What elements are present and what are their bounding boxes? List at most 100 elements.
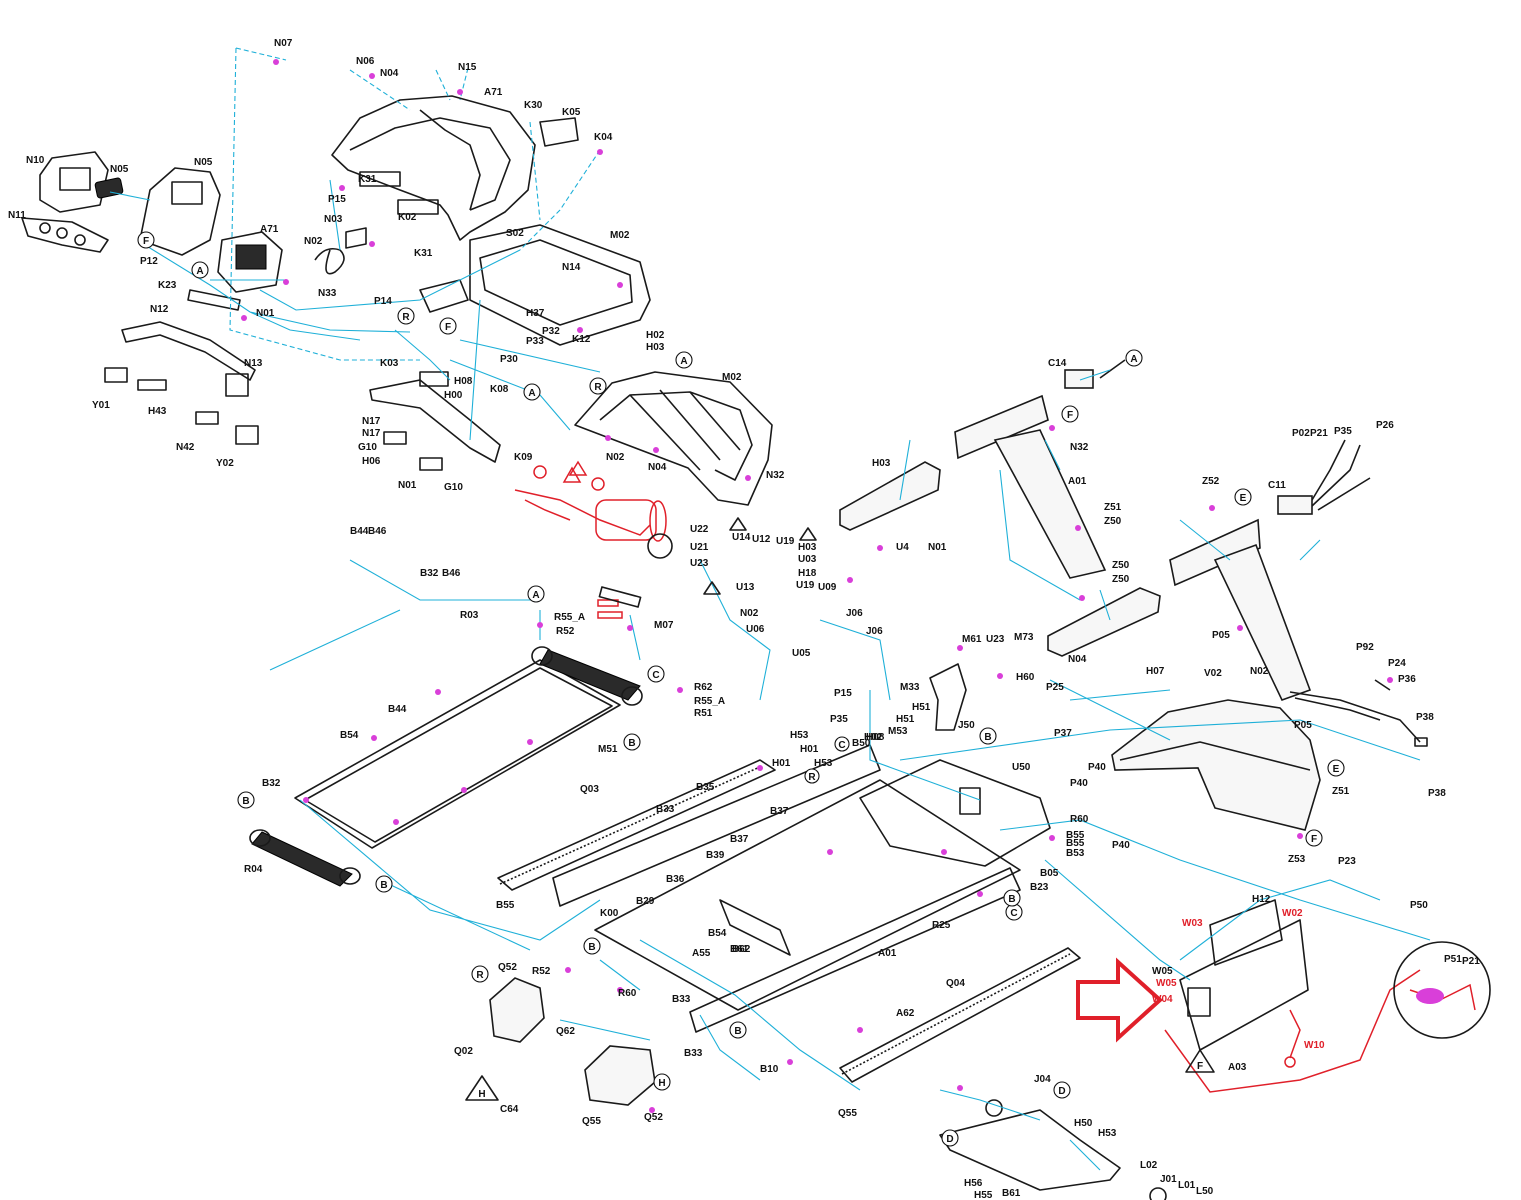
front-roller (249, 829, 361, 887)
marker-f: F (1305, 829, 1323, 847)
part-label: N06 (356, 56, 375, 67)
part-label: H60 (1016, 672, 1035, 683)
part-label: K31 (358, 174, 377, 185)
part-label: Q04 (946, 978, 965, 989)
part-label: U14 (732, 532, 751, 543)
part-label: R60 (618, 988, 637, 999)
part-label: N10 (26, 155, 45, 166)
part-label: B54 (708, 928, 727, 939)
part-label: N04 (1068, 654, 1087, 665)
part-label: R55_A (554, 612, 585, 623)
part-label: M02 (610, 230, 630, 241)
part-label: M73 (1014, 632, 1034, 643)
part-label: B44 (388, 704, 407, 715)
part-label: A71 (260, 224, 279, 235)
svg-text:H: H (658, 1078, 665, 1089)
part-label: H03 (798, 542, 817, 553)
part-label: M33 (900, 682, 920, 693)
part-label: K03 (380, 358, 399, 369)
part-label: P12 (140, 256, 158, 267)
part-label: B37 (730, 834, 749, 845)
part-label: C64 (500, 1104, 519, 1115)
part-label: N07 (274, 38, 293, 49)
upright-assembly (839, 359, 1428, 831)
part-label: N13 (244, 358, 263, 369)
part-label: P15 (834, 688, 852, 699)
part-label: N32 (766, 470, 785, 481)
part-label: U05 (792, 648, 811, 659)
part-label: R51 (694, 708, 713, 719)
marker-d: D (941, 1129, 959, 1147)
marker-b: B (623, 733, 641, 751)
marker-a: A (191, 261, 209, 279)
part-label: U19 (796, 580, 815, 591)
part-label: J06 (866, 626, 883, 637)
part-label: Y01 (92, 400, 110, 411)
part-label: N05 (110, 164, 129, 175)
part-label: W02 (1282, 908, 1303, 919)
part-label: Z50 (1112, 560, 1130, 571)
marker-a: A (675, 351, 693, 369)
svg-text:F: F (1067, 410, 1073, 421)
part-label: P40 (1112, 840, 1130, 851)
part-label: P15 (328, 194, 346, 205)
leader-lines (109, 47, 1431, 1171)
part-label: N33 (318, 288, 337, 299)
part-label: N17 (362, 416, 381, 427)
part-label: B32 (262, 778, 281, 789)
part-label: U06 (746, 624, 765, 635)
part-label: K31 (414, 248, 433, 259)
part-label: Q52 (644, 1112, 663, 1123)
part-label: H01 (772, 758, 791, 769)
part-label: Z50 (1104, 516, 1122, 527)
marker-b: B (375, 875, 393, 893)
part-label: K02 (398, 212, 417, 223)
marker-a: A (1125, 349, 1143, 367)
svg-text:B: B (588, 942, 595, 953)
part-label: H55 (974, 1190, 993, 1200)
marker-b: B (1003, 889, 1021, 907)
part-label: K00 (600, 908, 619, 919)
part-label: U50 (1012, 762, 1031, 773)
part-label: W05 (1156, 978, 1177, 989)
part-label: H02 (864, 732, 883, 743)
svg-text:E: E (1333, 764, 1340, 775)
marker-b: B (979, 727, 997, 745)
part-label: P21 (1462, 956, 1480, 967)
part-label: P21 (1310, 428, 1328, 439)
part-label: P23 (1338, 856, 1356, 867)
part-label: H50 (1074, 1118, 1093, 1129)
svg-text:C: C (838, 740, 845, 751)
part-label: M02 (722, 372, 742, 383)
part-label: H53 (814, 758, 833, 769)
controller-board-assembly (1164, 899, 1491, 1093)
part-label: Y02 (216, 458, 234, 469)
part-label: N04 (380, 68, 399, 79)
part-label: M61 (962, 634, 982, 645)
part-label: H01 (800, 744, 819, 755)
part-label: B33 (656, 804, 675, 815)
part-label: N05 (194, 157, 213, 168)
part-label: M51 (598, 744, 618, 755)
part-label: B37 (770, 806, 789, 817)
part-label: A01 (878, 948, 897, 959)
part-label: K08 (490, 384, 509, 395)
part-label: J06 (846, 608, 863, 619)
svg-text:E: E (1240, 493, 1247, 504)
part-label: Q62 (556, 1026, 575, 1037)
part-label: C14 (1048, 358, 1067, 369)
part-label: U4 (896, 542, 909, 553)
marker-r: R (397, 307, 415, 325)
part-label: J04 (1034, 1074, 1051, 1085)
part-label: Q55 (838, 1108, 857, 1119)
part-label: R03 (460, 610, 479, 621)
part-label: Z51 (1104, 502, 1122, 513)
part-label: P26 (1376, 420, 1394, 431)
part-label: K12 (572, 334, 591, 345)
part-label: S02 (506, 228, 524, 239)
svg-text:A: A (528, 388, 535, 399)
part-label: U12 (752, 534, 771, 545)
part-label: N02 (606, 452, 625, 463)
part-label: P35 (830, 714, 848, 725)
